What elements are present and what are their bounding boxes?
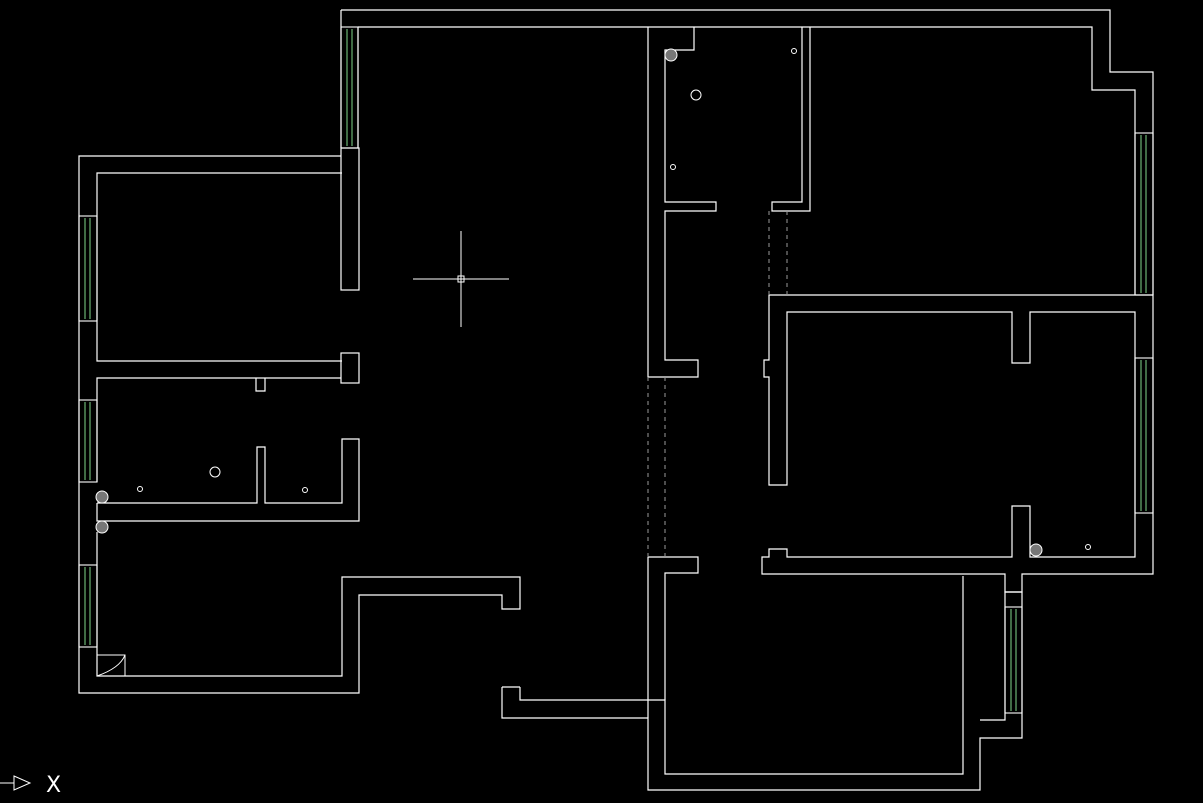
corner-flue-icon <box>96 654 126 677</box>
drain-point-icon <box>137 486 143 492</box>
drain-pipe-icon <box>95 520 109 534</box>
windows <box>78 26 1154 714</box>
crosshair-cursor-icon <box>413 231 509 327</box>
floor-drain-icon <box>209 466 221 478</box>
drain-point-icon <box>1085 544 1091 550</box>
drain-point-icon <box>302 487 308 493</box>
ucs-arrow-icon <box>0 775 32 791</box>
floor-drain-icon <box>690 89 702 101</box>
drain-point-icon <box>670 164 676 170</box>
drain-pipe-icon <box>664 48 678 62</box>
fixtures <box>95 48 1091 677</box>
exterior-walls <box>78 9 1154 791</box>
drain-point-icon <box>791 48 797 54</box>
opening-lines <box>647 211 788 557</box>
drain-pipe-icon <box>1029 543 1043 557</box>
drain-pipe-icon <box>95 490 109 504</box>
ucs-axis-label: X <box>46 773 61 798</box>
